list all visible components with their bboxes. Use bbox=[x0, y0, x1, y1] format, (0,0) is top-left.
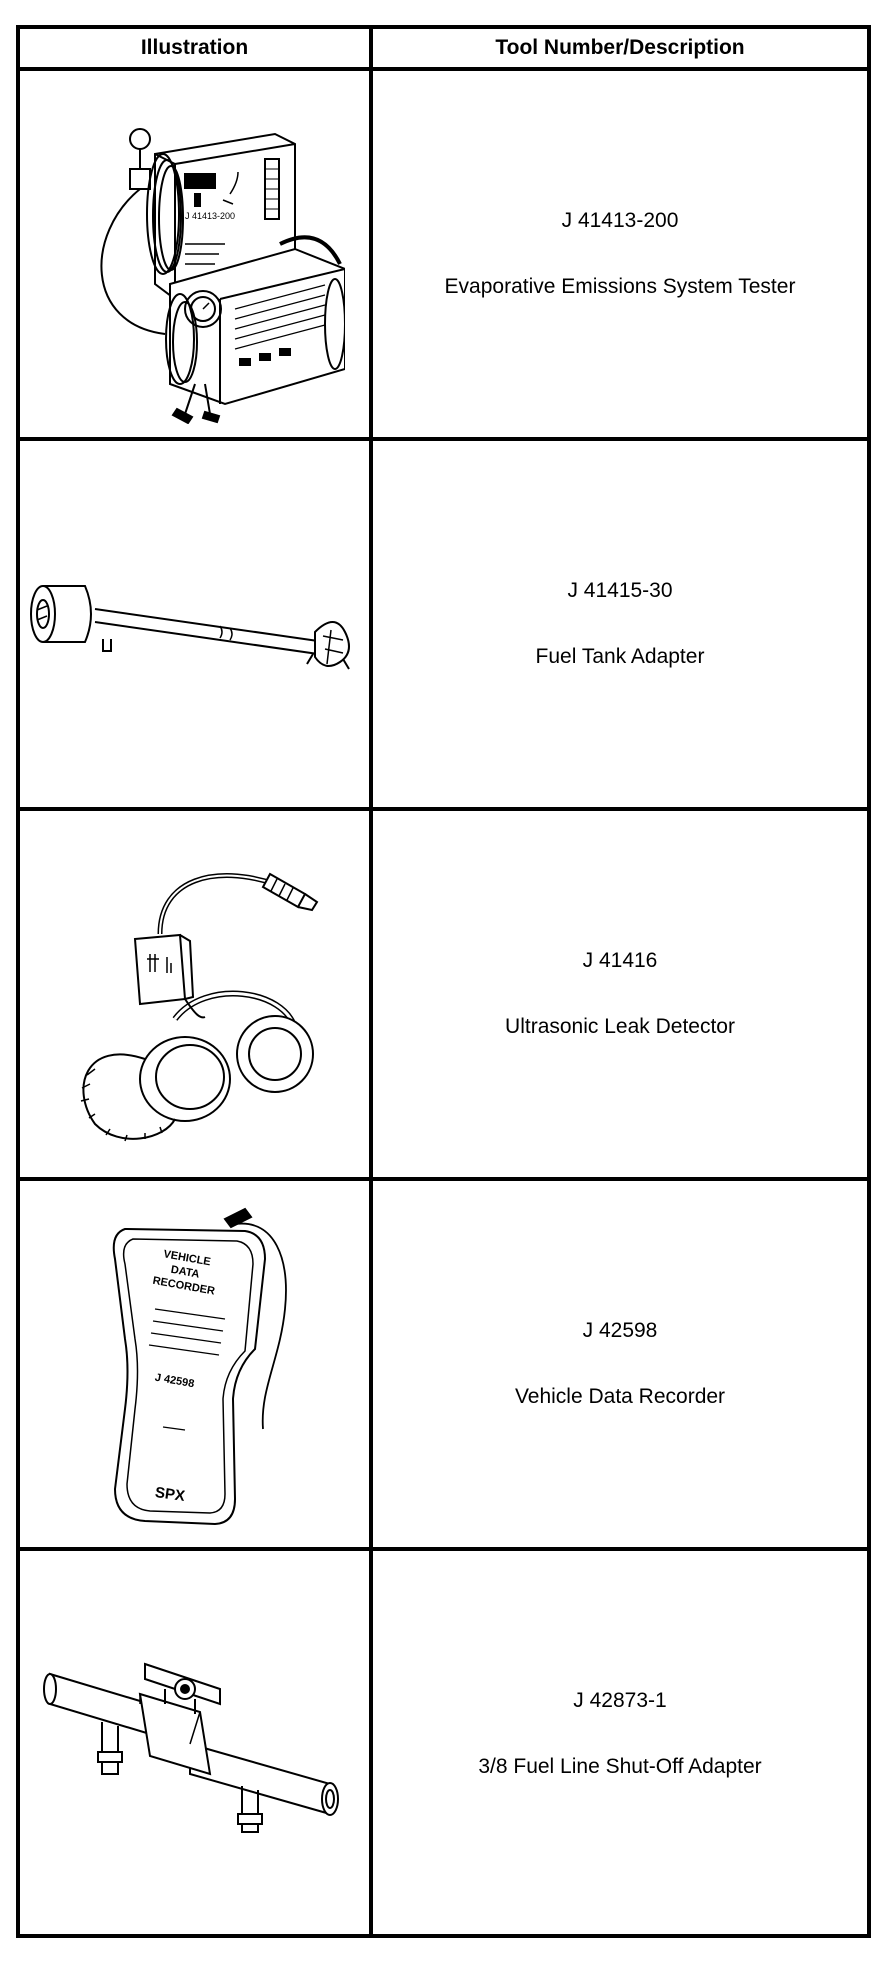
illustration-cell: VEHICLE DATA RECORDER J 42598 SPX bbox=[20, 1181, 369, 1547]
tool-description: 3/8 Fuel Line Shut-Off Adapter bbox=[478, 1755, 762, 1778]
fuel-tank-adapter-icon bbox=[29, 585, 350, 670]
illustration-cell: J 41413-200 bbox=[20, 71, 369, 437]
illustration-cell bbox=[20, 811, 369, 1177]
illustration-cell bbox=[20, 441, 369, 807]
tool-description: Evaporative Emissions System Tester bbox=[444, 275, 796, 298]
tool-description: Fuel Tank Adapter bbox=[535, 645, 705, 668]
tool-description: Ultrasonic Leak Detector bbox=[505, 1015, 735, 1038]
description-cell: J 41415-30 Fuel Tank Adapter bbox=[373, 441, 867, 807]
description-cell: J 41416 Ultrasonic Leak Detector bbox=[373, 811, 867, 1177]
tool-number: J 42873-1 bbox=[573, 1689, 667, 1712]
description-cell: J 42873-1 3/8 Fuel Line Shut-Off Adapter bbox=[373, 1551, 867, 1917]
tool-number: J 41416 bbox=[582, 949, 658, 972]
illustration-cell bbox=[20, 1551, 369, 1917]
table-row: VEHICLE DATA RECORDER J 42598 SPX J 4259… bbox=[20, 1181, 867, 1547]
tools-table: Illustration Tool Number/Description J 4… bbox=[16, 25, 871, 1938]
header-illustration: Illustration bbox=[140, 36, 249, 59]
row-divider bbox=[20, 67, 867, 71]
header-tool-description: Tool Number/Description bbox=[495, 36, 745, 59]
table-row: J 41416 Ultrasonic Leak Detector bbox=[20, 811, 867, 1177]
row-divider bbox=[20, 1177, 867, 1181]
row-divider bbox=[20, 807, 867, 811]
tool-number: J 41415-30 bbox=[567, 579, 673, 602]
tool-number: J 42598 bbox=[582, 1319, 658, 1342]
tool-description: Vehicle Data Recorder bbox=[514, 1385, 726, 1408]
row-divider bbox=[20, 437, 867, 441]
emissions-tester-icon: J 41413-200 bbox=[99, 128, 345, 424]
svg-text:J 41413-200: J 41413-200 bbox=[185, 211, 235, 221]
data-recorder-icon: VEHICLE DATA RECORDER J 42598 SPX bbox=[112, 1207, 287, 1526]
shutoff-adapter-icon bbox=[42, 1662, 339, 1833]
column-divider bbox=[369, 29, 373, 1934]
row-divider bbox=[20, 1547, 867, 1551]
table-row: J 41413-200 bbox=[20, 71, 867, 437]
svg-text:SPX: SPX bbox=[153, 1484, 185, 1505]
description-cell: J 42598 Vehicle Data Recorder bbox=[373, 1181, 867, 1547]
description-cell: J 41413-200 Evaporative Emissions System… bbox=[373, 71, 867, 437]
table-row: J 41415-30 Fuel Tank Adapter bbox=[20, 441, 867, 807]
tool-number: J 41413-200 bbox=[561, 209, 679, 232]
svg-text:DATA: DATA bbox=[169, 1264, 200, 1281]
leak-detector-icon bbox=[80, 872, 318, 1142]
table-row: J 42873-1 3/8 Fuel Line Shut-Off Adapter bbox=[20, 1551, 867, 1917]
